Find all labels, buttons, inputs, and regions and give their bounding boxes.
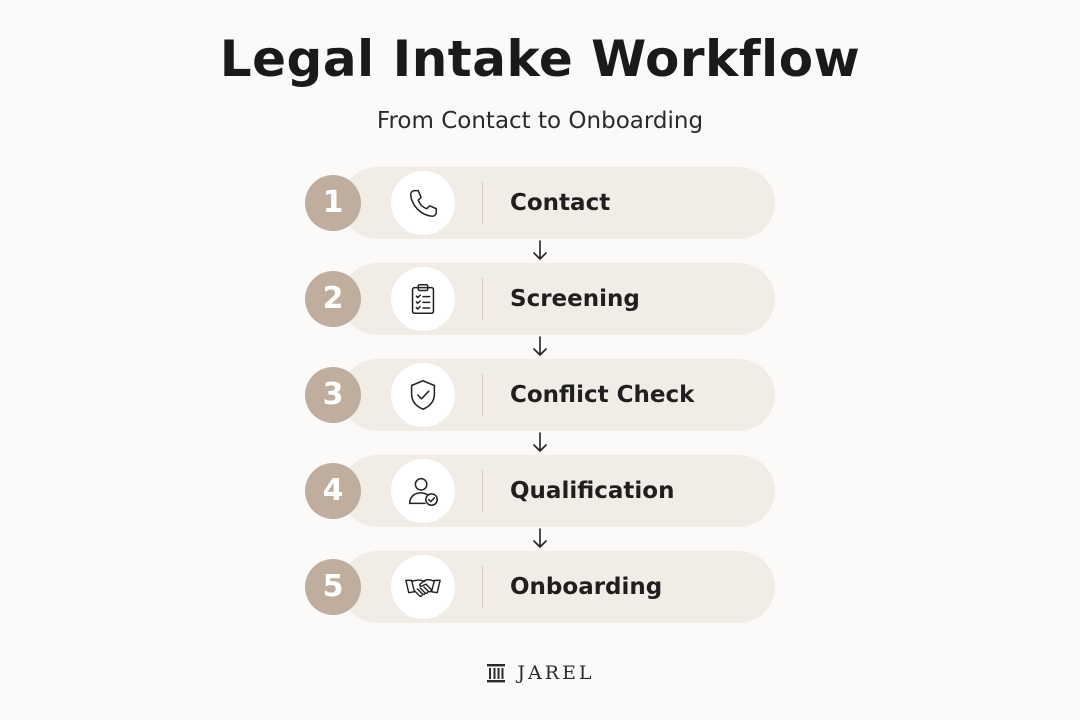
step-label: Screening [510,286,640,312]
down-arrow-icon [533,528,547,548]
step-divider [482,566,483,608]
step-label: Onboarding [510,574,663,600]
shield-check-icon [391,363,455,427]
step-label: Conflict Check [510,382,695,408]
user-check-icon [391,459,455,523]
step-number: 3 [305,367,361,423]
brand-name: JAREL [517,662,595,684]
step-divider [482,182,483,224]
step-divider [482,278,483,320]
clipboard-checklist-icon [391,267,455,331]
step-number: 2 [305,271,361,327]
phone-icon [391,171,455,235]
step-divider [482,470,483,512]
down-arrow-icon [533,336,547,356]
page-subtitle: From Contact to Onboarding [376,108,704,134]
down-arrow-icon [533,240,547,260]
brand-footer: JAREL [0,662,1080,684]
step-label: Qualification [510,478,675,504]
step-contact: 1 Contact [305,167,775,239]
step-onboarding: 5 Onboarding [305,551,775,623]
step-qualification: 4 Qualification [305,455,775,527]
step-number: 4 [305,463,361,519]
down-arrow-icon [533,432,547,452]
step-number: 1 [305,175,361,231]
handshake-icon [391,555,455,619]
step-conflict-check: 3 Conflict Check [305,359,775,431]
step-label: Contact [510,190,611,216]
pillar-logo-icon [487,664,506,683]
step-number: 5 [305,559,361,615]
step-divider [482,374,483,416]
page-title: Legal Intake Workflow [219,30,861,88]
step-screening: 2 Screening [305,263,775,335]
